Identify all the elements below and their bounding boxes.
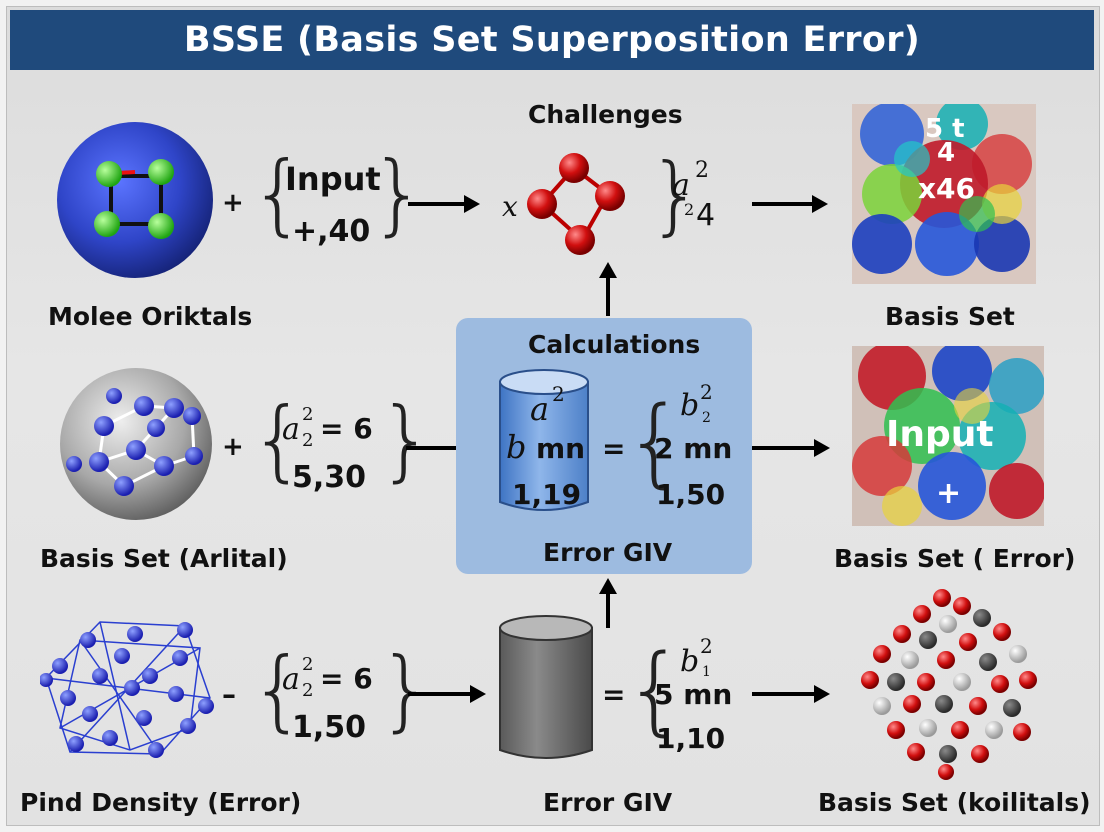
- arrow-right-icon: [408, 682, 486, 706]
- row2-right-label: Basis Set ( Error): [834, 544, 1075, 573]
- row3-a-sup: 2: [302, 654, 313, 675]
- basis-set-network-sphere-icon: [54, 366, 218, 522]
- a-symbol: a: [672, 168, 690, 203]
- cyl-a: a: [530, 390, 549, 428]
- calc-value: 1,50: [656, 478, 725, 511]
- four-value: 4: [696, 198, 715, 233]
- row3-value: 1,10: [656, 722, 725, 755]
- row3-a-symbol: a: [282, 662, 300, 697]
- page-title: BSSE (Basis Set Superposition Error): [184, 20, 920, 60]
- polyhedron-lattice-icon: [40, 618, 220, 762]
- row2-eq-tail: = 6: [320, 412, 373, 445]
- row1-plus: +: [222, 188, 244, 218]
- calc-b: b: [680, 388, 699, 423]
- molecule-orbital-sphere-icon: [55, 120, 215, 280]
- row2-a-symbol: a: [282, 412, 300, 447]
- arrow-right-icon: [752, 192, 828, 216]
- heatmap-input-text: Input: [886, 414, 994, 455]
- row3-mn: 5 mn: [654, 678, 732, 711]
- row1-right-label: Basis Set: [885, 302, 1015, 331]
- row3-center-label: Error GIV: [543, 788, 672, 817]
- row2-a-sup: 2: [302, 404, 313, 425]
- a-superscript: 2: [695, 158, 709, 183]
- calc-mn: 2 mn: [654, 432, 732, 465]
- heatmap-text-x46: x46: [918, 172, 975, 205]
- arrow-right-icon: [752, 682, 830, 706]
- x-mark: x: [502, 190, 518, 223]
- row3-eq-sign: =: [602, 678, 625, 711]
- calculations-title: Calculations: [528, 330, 700, 359]
- calc-bottom-label: Error GIV: [543, 538, 672, 567]
- arrow-up-icon: [596, 578, 620, 628]
- row2-plus: +: [222, 432, 244, 462]
- cyl-b: b: [506, 428, 526, 466]
- cyl-value: 1,19: [512, 478, 581, 511]
- title-bar: BSSE (Basis Set Superposition Error): [10, 10, 1094, 70]
- cyl-mn: mn: [536, 432, 585, 465]
- calc-b-sup: 2: [700, 380, 713, 404]
- row2-eq-value: 5,30: [292, 460, 366, 495]
- arrow-right-icon: [752, 436, 830, 460]
- row2-a-sub: 2: [302, 430, 313, 451]
- heatmap-text-mid: 4: [937, 138, 955, 168]
- gray-cylinder-icon: [496, 614, 596, 764]
- row3-right-label: Basis Set (koilitals): [818, 788, 1091, 817]
- row3-b-sup: 2: [700, 634, 713, 658]
- row3-b: b: [680, 644, 699, 679]
- red-ring-molecule-icon: [522, 148, 634, 258]
- small-subscript: 2: [684, 200, 694, 219]
- arrow-right-icon: [408, 192, 480, 216]
- heatmap-plus-text: +: [936, 476, 961, 511]
- cyl-a-sup: 2: [552, 382, 565, 406]
- row1-left-label: Molee Oriktals: [48, 302, 252, 331]
- row3-minus: –: [222, 678, 236, 711]
- row1-input-text: Input: [285, 160, 381, 198]
- row3-eq-value: 1,50: [292, 710, 366, 745]
- row3-a-sub: 2: [302, 680, 313, 701]
- atom-cluster-icon: [852, 584, 1044, 780]
- row3-eq-tail: = 6: [320, 662, 373, 695]
- row1-input-value: +,40: [292, 214, 370, 249]
- calc-b-sub: 2: [702, 410, 711, 426]
- arrow-up-icon: [596, 262, 620, 316]
- row3-left-label: Pind Density (Error): [20, 788, 301, 817]
- calc-eq-sign: =: [602, 432, 625, 465]
- row2-left-label: Basis Set (Arlital): [40, 544, 288, 573]
- challenges-label: Challenges: [528, 100, 683, 129]
